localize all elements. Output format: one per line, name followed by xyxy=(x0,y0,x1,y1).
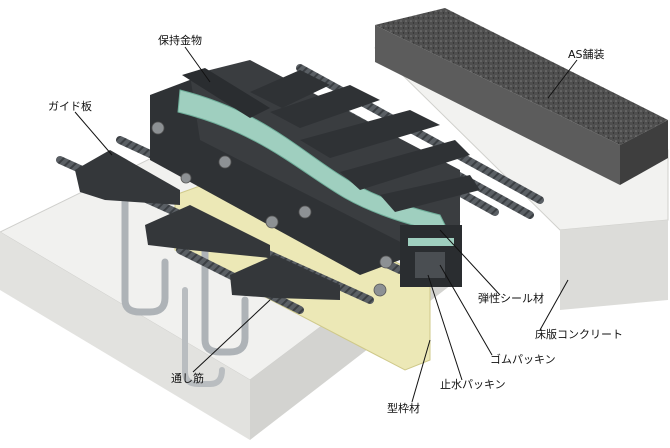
holding-bracket-top xyxy=(182,68,270,118)
label-as-paving: AS舗装 xyxy=(568,48,605,61)
bracket-arm-4 xyxy=(340,140,470,190)
asphalt-front xyxy=(375,25,620,185)
right-slab-side xyxy=(560,220,668,310)
anchor-bar-3 xyxy=(182,287,225,387)
leader-bracket xyxy=(184,46,211,83)
label-guide-plate: ガイド板 xyxy=(48,100,92,113)
leader-guide-plate xyxy=(74,111,113,156)
bracket-arm-3 xyxy=(300,110,440,158)
label-rubber-packing: ゴムパッキン xyxy=(490,353,556,366)
leader-rubber-packing xyxy=(439,264,493,356)
leader-formwork xyxy=(411,339,431,403)
guide-plate-1 xyxy=(75,150,180,205)
label-floor-concrete: 床版コンクリート xyxy=(535,328,623,341)
leader-floor-concrete xyxy=(539,279,569,331)
asphalt-top xyxy=(375,8,668,145)
leader-elastic-seal xyxy=(439,229,501,296)
bracket-arm-2 xyxy=(270,85,380,128)
label-rebar: 通し筋 xyxy=(171,372,204,385)
leader-rebar xyxy=(192,299,271,373)
bolts xyxy=(151,121,393,297)
label-formwork: 型枠材 xyxy=(387,402,420,415)
asphalt-side xyxy=(620,120,668,185)
leader-as-paving xyxy=(547,59,578,99)
rubber-packing xyxy=(408,238,454,246)
anchor-bar-1 xyxy=(121,191,169,316)
leader-waterstop xyxy=(427,274,463,381)
label-bracket: 保持金物 xyxy=(158,34,202,47)
bracket-arm-1 xyxy=(250,70,330,108)
left-slab-front xyxy=(0,232,250,440)
label-elastic-seal: 弾性シール材 xyxy=(478,292,544,305)
label-waterstop: 止水パッキン xyxy=(440,378,506,391)
guide-plate-2 xyxy=(145,205,270,258)
bracket-arm-5 xyxy=(380,175,480,212)
anchor-bar-2 xyxy=(201,231,249,356)
guide-plate-3 xyxy=(230,255,340,300)
